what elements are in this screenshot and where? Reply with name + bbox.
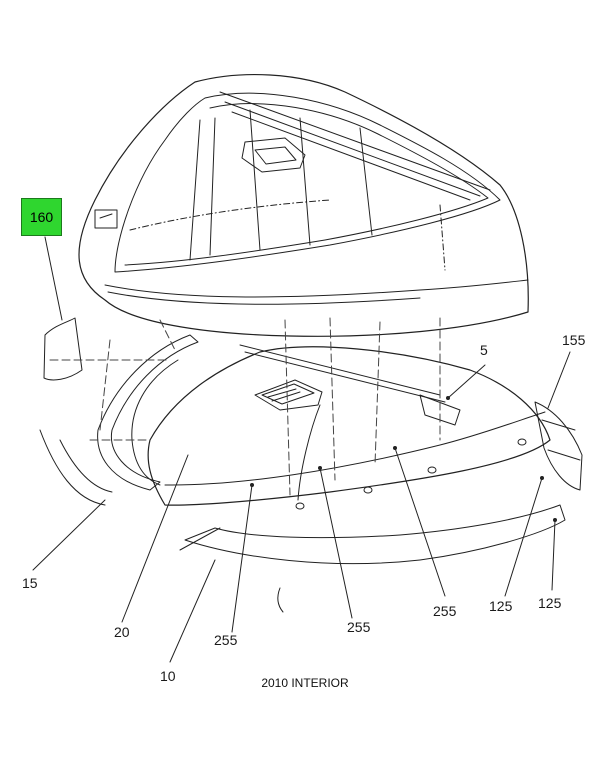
front-trim-panel: [534, 401, 583, 491]
side-seal-strip: [97, 334, 199, 491]
part-155-label[interactable]: 155: [562, 332, 586, 348]
part-10-label[interactable]: 10: [160, 668, 176, 684]
left-end-panel: [39, 317, 113, 506]
part-255-label-left[interactable]: 255: [214, 632, 238, 648]
fastener-dots: [250, 396, 557, 522]
projection-lines: [49, 317, 441, 496]
part-160-label: 160: [29, 209, 54, 225]
part-20-label[interactable]: 20: [114, 624, 130, 640]
part-160-callout[interactable]: 160: [21, 198, 62, 236]
lower-trim-molding: [179, 504, 566, 613]
part-15-label[interactable]: 15: [22, 575, 38, 591]
part-5-label[interactable]: 5: [480, 342, 488, 358]
part-255-label-right[interactable]: 255: [433, 603, 457, 619]
leader-lines: [32, 236, 571, 663]
part-125-label-right[interactable]: 125: [538, 595, 562, 611]
roof-headliner-frame: [78, 73, 529, 337]
part-255-label-middle[interactable]: 255: [347, 619, 371, 635]
part-125-label-left[interactable]: 125: [489, 598, 513, 614]
diagram-caption: 2010 INTERIOR: [261, 676, 349, 690]
lower-headliner-panel: [147, 344, 551, 510]
